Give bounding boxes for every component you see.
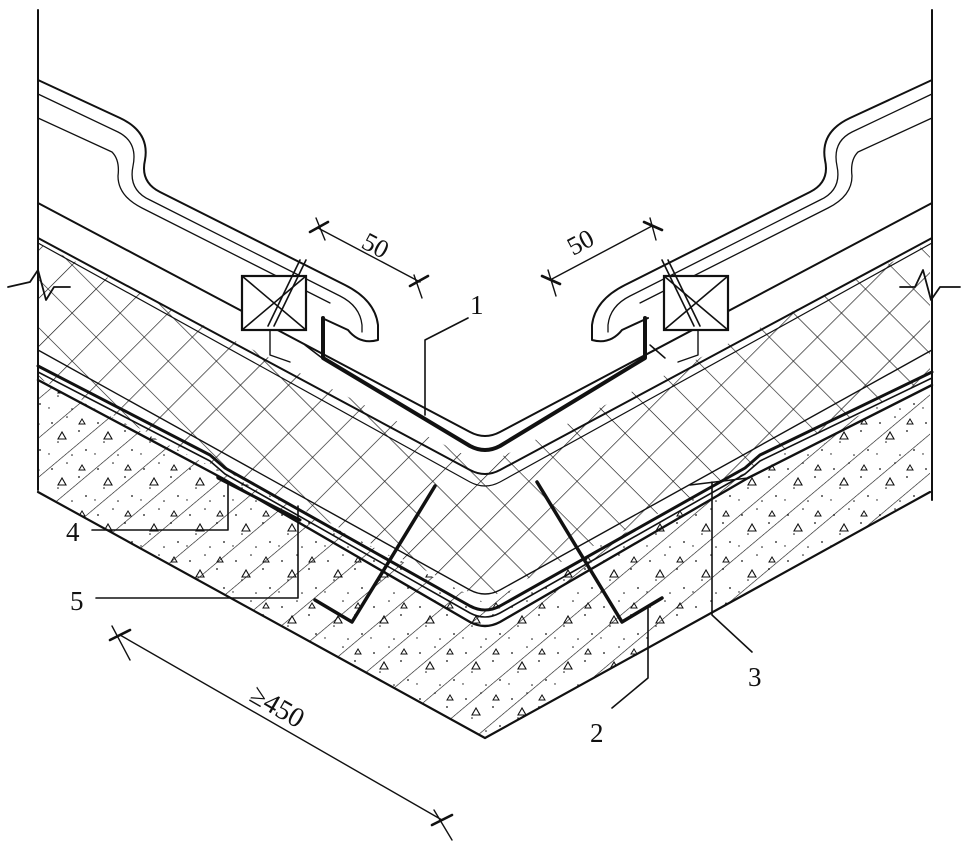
dim-extension-label: ≥450 <box>245 679 310 735</box>
screed-layers <box>37 202 933 595</box>
callout-1-label: 1 <box>470 290 484 320</box>
dimension-left-50: 50 <box>308 217 430 299</box>
timber-batten-left <box>240 259 308 363</box>
callout-1: 1 <box>424 290 484 416</box>
callout-2: 2 <box>590 605 649 748</box>
timber-batten-right <box>661 259 730 363</box>
callout-3-label: 3 <box>748 662 762 692</box>
callout-4: 4 <box>66 481 229 547</box>
callout-5: 5 <box>70 505 299 616</box>
valley-gutter-sheet <box>304 316 666 452</box>
break-symbols <box>7 269 961 301</box>
callout-3: 3 <box>711 481 762 692</box>
roof-tiles-right <box>591 79 933 343</box>
roof-tiles-left <box>37 79 379 343</box>
concrete-slab <box>36 380 932 740</box>
dim-left-label: 50 <box>357 227 394 265</box>
callout-2-label: 2 <box>590 718 604 748</box>
dim-right-label: 50 <box>562 223 599 261</box>
insulation-layer <box>38 243 930 600</box>
dimension-right-50: 50 <box>540 217 664 297</box>
callout-5-label: 5 <box>70 586 84 616</box>
callout-4-label: 4 <box>66 517 80 547</box>
